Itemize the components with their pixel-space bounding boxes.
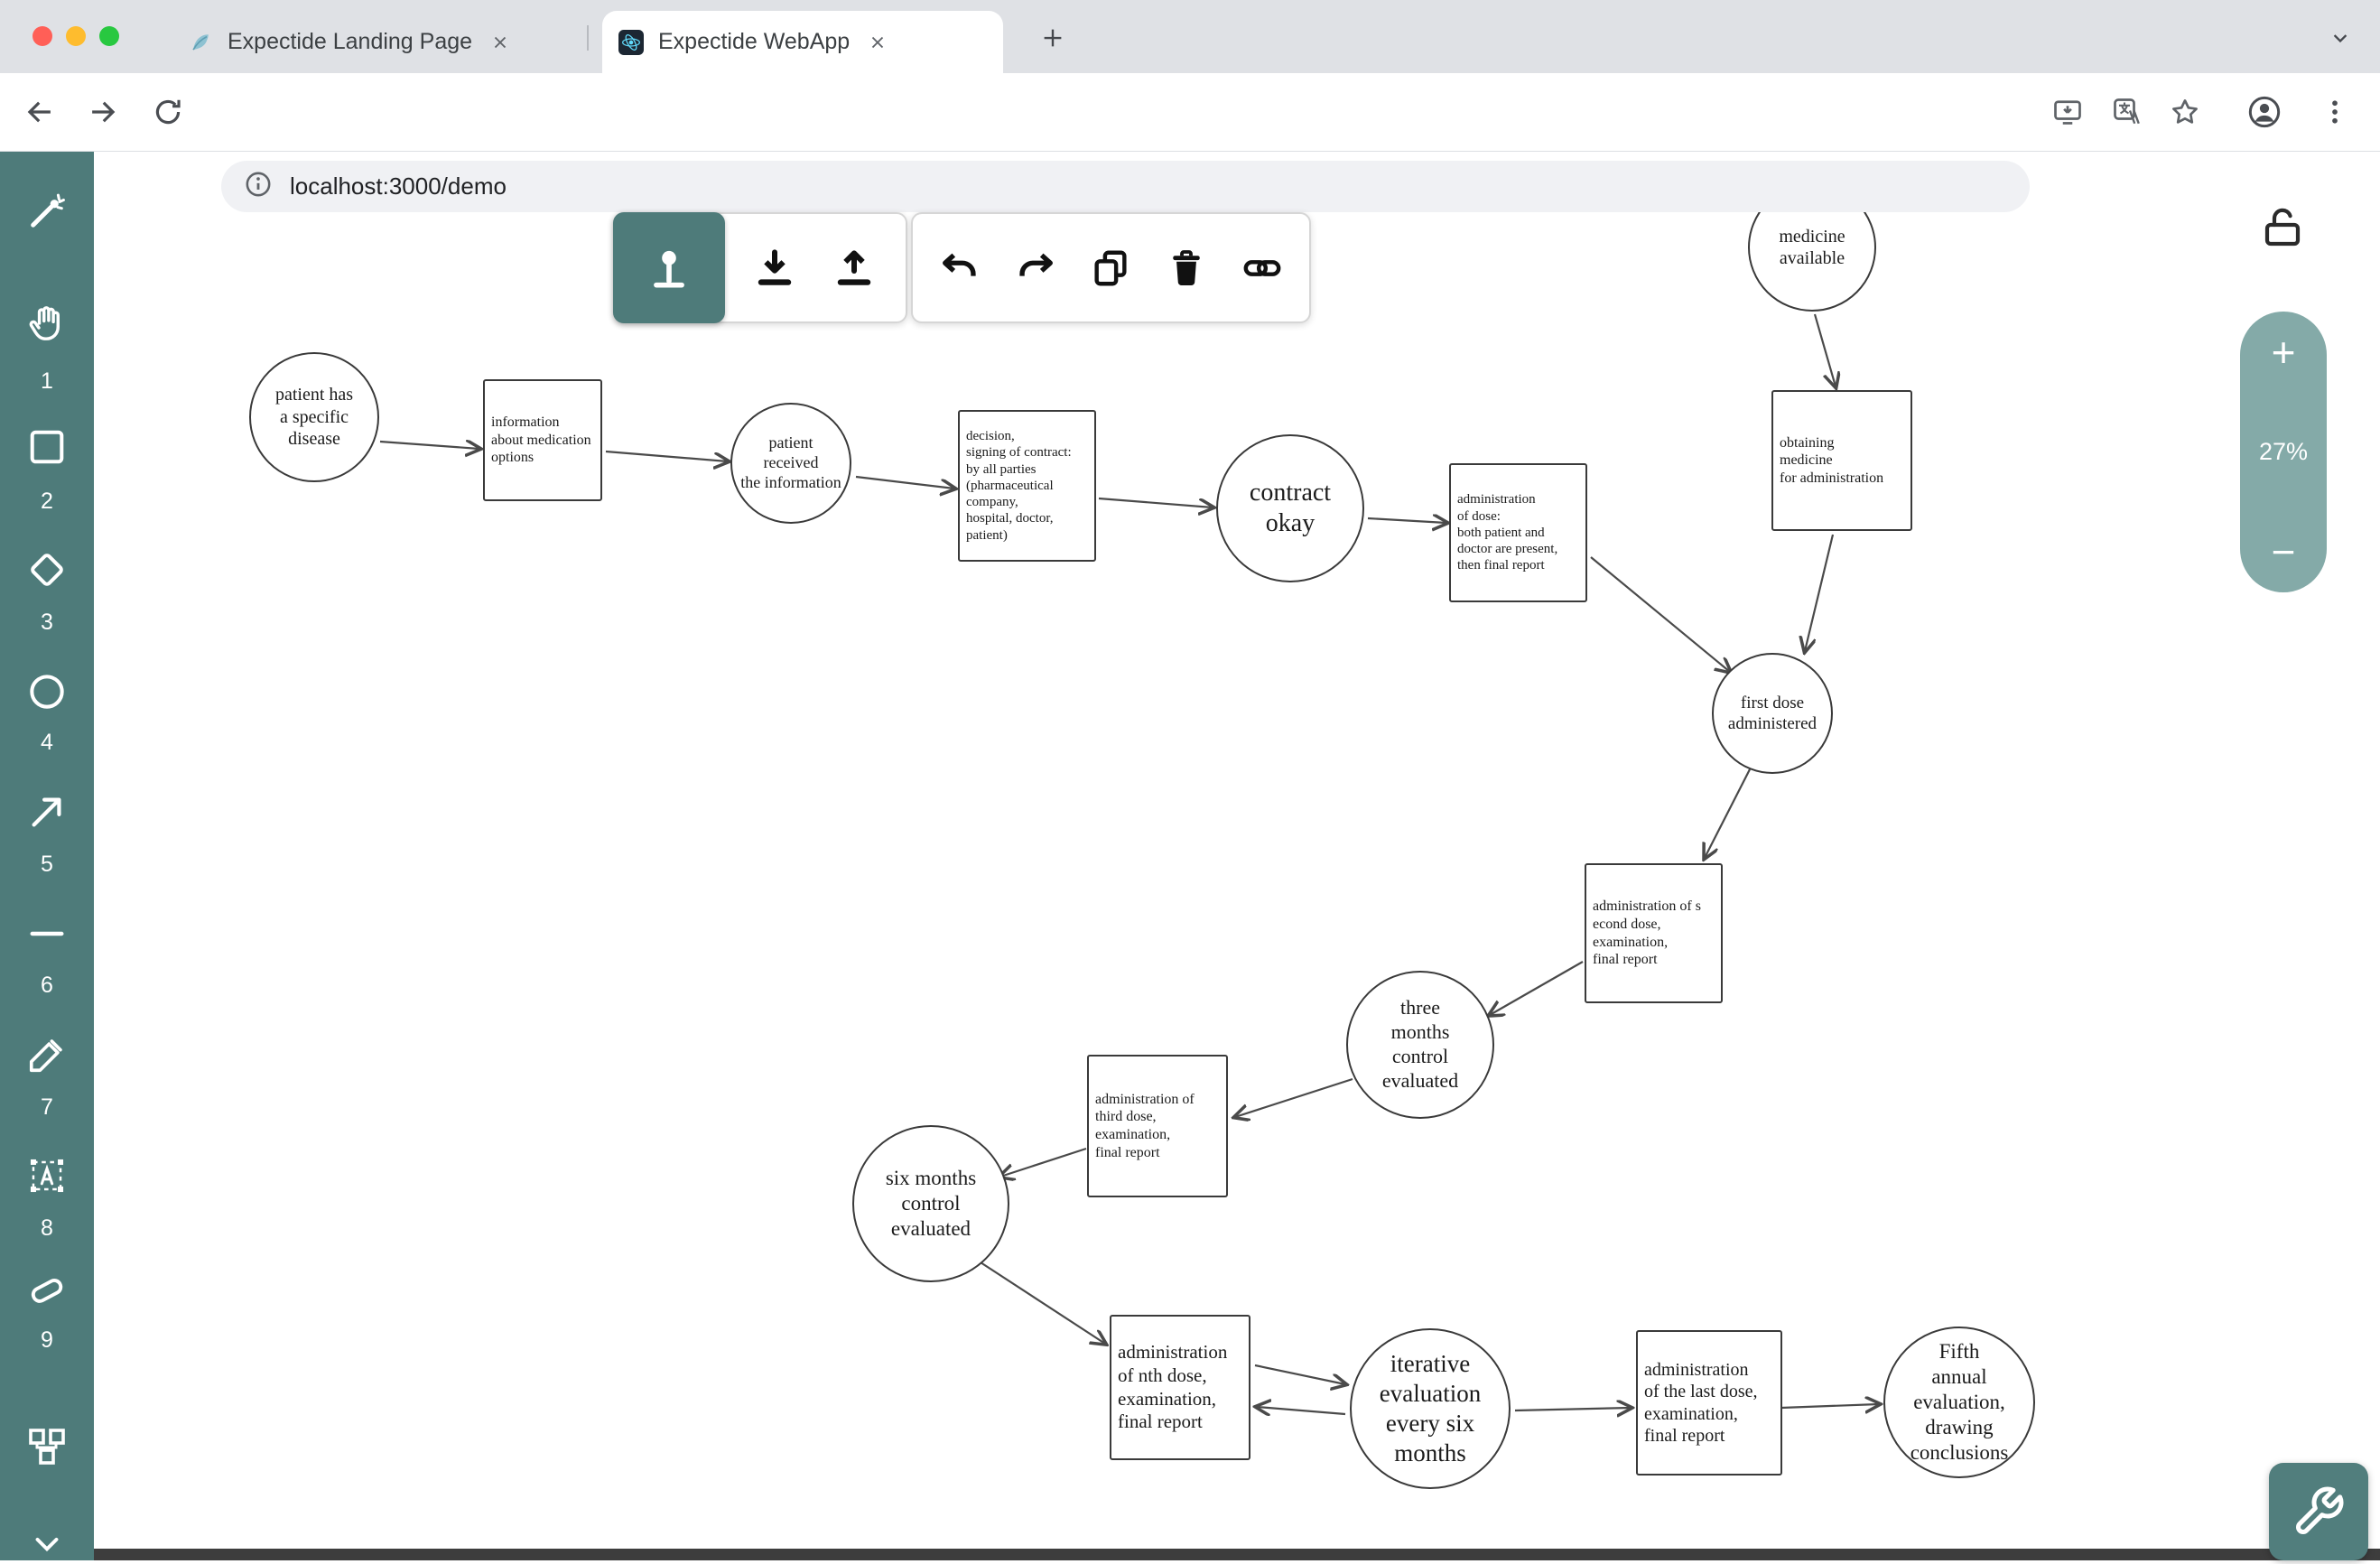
diamond-tool[interactable] bbox=[0, 549, 94, 591]
trash-icon bbox=[1166, 247, 1207, 289]
unlock-icon bbox=[2261, 206, 2304, 249]
atom-favicon-icon bbox=[618, 30, 644, 55]
link-icon bbox=[1241, 247, 1283, 289]
window-controls bbox=[33, 26, 119, 46]
flowchart-tool[interactable] bbox=[0, 1425, 94, 1468]
flow-node-contract-okay[interactable]: contract okay bbox=[1216, 434, 1364, 582]
zoom-in-button[interactable]: + bbox=[2272, 331, 2296, 373]
tab-title: Expectide WebApp bbox=[658, 29, 850, 55]
back-button[interactable] bbox=[14, 87, 65, 137]
bookmark-star-icon[interactable] bbox=[2160, 87, 2210, 137]
zoom-control: + 27% − bbox=[2240, 312, 2327, 592]
site-info-icon[interactable] bbox=[243, 169, 274, 204]
flow-node-iterative-evaluation[interactable]: iterative evaluation every six months bbox=[1350, 1328, 1511, 1489]
line-tool[interactable] bbox=[0, 913, 94, 954]
tool-shortcut-label: 9 bbox=[0, 1327, 94, 1354]
text-tool[interactable] bbox=[0, 1155, 94, 1196]
flow-node-obtaining-medicine[interactable]: obtaining medicine for administration bbox=[1771, 390, 1912, 531]
install-app-icon[interactable] bbox=[2042, 87, 2093, 137]
pin-icon bbox=[646, 245, 693, 292]
maximize-window-button[interactable] bbox=[99, 26, 119, 46]
undo-icon bbox=[939, 247, 981, 289]
flow-node-first-dose[interactable]: first dose administered bbox=[1712, 653, 1833, 774]
upload-icon bbox=[832, 247, 876, 290]
browser-menu-kebab-icon[interactable] bbox=[2310, 87, 2360, 137]
pencil-favicon-icon bbox=[188, 30, 213, 55]
reload-button[interactable] bbox=[143, 87, 193, 137]
bottom-edge-bar bbox=[94, 1549, 2380, 1560]
flow-node-second-dose[interactable]: administration of s econd dose, examinat… bbox=[1585, 863, 1723, 1003]
tool-shortcut-label: 4 bbox=[0, 730, 94, 756]
pin-tool-button[interactable] bbox=[613, 212, 725, 323]
ellipse-tool[interactable] bbox=[0, 671, 94, 712]
flow-node-administration-dose[interactable]: administration of dose: both patient and… bbox=[1449, 463, 1587, 602]
flow-node-patient-disease[interactable]: patient has a specific disease bbox=[249, 352, 379, 482]
delete-button[interactable] bbox=[1157, 239, 1215, 297]
tab-divider bbox=[587, 25, 589, 51]
wrench-icon bbox=[2292, 1485, 2346, 1539]
copy-button[interactable] bbox=[1082, 239, 1139, 297]
unlock-button[interactable] bbox=[2261, 206, 2304, 254]
eraser-tool[interactable] bbox=[0, 1269, 94, 1310]
link-button[interactable] bbox=[1233, 239, 1291, 297]
flow-node-fifth-annual[interactable]: Fifth annual evaluation, drawing conclus… bbox=[1883, 1327, 2035, 1478]
forward-button[interactable] bbox=[78, 87, 128, 137]
flow-node-three-months[interactable]: three months control evaluated bbox=[1346, 971, 1494, 1119]
tool-shortcut-label: 7 bbox=[0, 1094, 94, 1121]
upload-button[interactable] bbox=[825, 239, 883, 297]
tool-shortcut-label: 8 bbox=[0, 1215, 94, 1242]
tab-search-chevron-icon[interactable] bbox=[2320, 20, 2360, 56]
rectangle-tool[interactable] bbox=[0, 426, 94, 468]
laser-pointer-tool[interactable] bbox=[0, 190, 94, 231]
zoom-level: 27% bbox=[2259, 438, 2308, 466]
new-tab-button[interactable] bbox=[1031, 20, 1074, 56]
copy-icon bbox=[1090, 247, 1131, 289]
tool-shortcut-label: 6 bbox=[0, 973, 94, 999]
translate-icon[interactable] bbox=[2102, 87, 2152, 137]
minimize-window-button[interactable] bbox=[66, 26, 86, 46]
download-icon bbox=[753, 247, 796, 290]
tab-expectide-landing[interactable]: Expectide Landing Page bbox=[172, 11, 573, 73]
flow-node-information-options[interactable]: information about medication options bbox=[483, 379, 602, 501]
flow-node-six-months[interactable]: six months control evaluated bbox=[852, 1125, 1009, 1282]
hand-tool[interactable] bbox=[0, 302, 94, 343]
arrow-tool[interactable] bbox=[0, 791, 94, 833]
flow-node-nth-dose[interactable]: administration of nth dose, examination,… bbox=[1110, 1315, 1250, 1460]
tool-shortcut-label: 2 bbox=[0, 489, 94, 515]
flow-node-patient-received[interactable]: patient received the information bbox=[730, 403, 851, 524]
redo-button[interactable] bbox=[1007, 239, 1064, 297]
url-text: localhost:3000/demo bbox=[290, 172, 507, 200]
settings-wrench-button[interactable] bbox=[2269, 1463, 2368, 1560]
tab-title: Expectide Landing Page bbox=[228, 29, 472, 55]
browser-toolbar: localhost:3000/demo bbox=[0, 73, 2380, 152]
close-window-button[interactable] bbox=[33, 26, 52, 46]
more-tools-chevron-icon[interactable] bbox=[0, 1526, 94, 1564]
undo-button[interactable] bbox=[931, 239, 989, 297]
tool-shortcut-label: 5 bbox=[0, 852, 94, 878]
tool-shortcut-label: 3 bbox=[0, 610, 94, 636]
download-button[interactable] bbox=[746, 239, 804, 297]
flow-node-last-dose[interactable]: administration of the last dose, examina… bbox=[1636, 1330, 1782, 1476]
redo-icon bbox=[1015, 247, 1056, 289]
flow-node-third-dose[interactable]: administration of third dose, examinatio… bbox=[1087, 1055, 1228, 1197]
tab-close-icon[interactable] bbox=[487, 29, 514, 56]
address-bar[interactable]: localhost:3000/demo bbox=[221, 161, 2030, 212]
profile-avatar-icon[interactable] bbox=[2239, 87, 2290, 137]
flow-node-decision-contract[interactable]: decision, signing of contract: by all pa… bbox=[958, 410, 1096, 562]
zoom-out-button[interactable]: − bbox=[2272, 531, 2296, 573]
tool-shortcut-label: 1 bbox=[0, 368, 94, 395]
tab-close-icon[interactable] bbox=[864, 29, 891, 56]
tab-strip: Expectide Landing Page Expectide WebApp bbox=[0, 0, 2380, 73]
tool-sidebar: 1 2 3 4 5 6 7 8 9 bbox=[0, 152, 94, 1560]
file-toolbar bbox=[613, 212, 907, 323]
tab-expectide-webapp[interactable]: Expectide WebApp bbox=[602, 11, 1003, 73]
edit-toolbar bbox=[911, 212, 1311, 323]
draw-tool[interactable] bbox=[0, 1034, 94, 1075]
